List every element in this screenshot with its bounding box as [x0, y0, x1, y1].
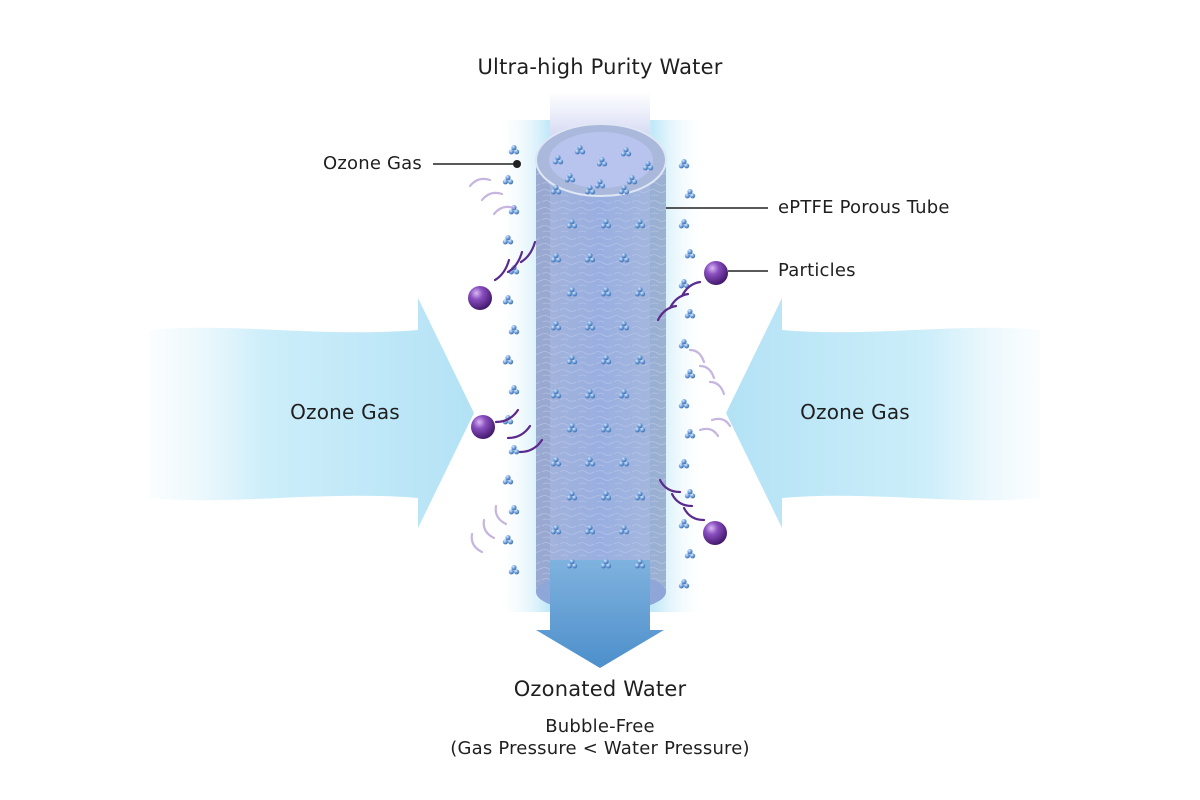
left-gas-flow-arrow	[150, 298, 474, 528]
eptfe-porous-tube	[535, 123, 667, 612]
particle	[703, 521, 727, 545]
right-arrow-label: Ozone Gas	[800, 400, 910, 424]
outlet-arrow	[536, 560, 664, 668]
ozone-gas-callout-dot	[513, 160, 521, 168]
left-arrow-label: Ozone Gas	[290, 400, 400, 424]
particles-callout-label: Particles	[778, 260, 856, 281]
ozone-gas-callout-label: Ozone Gas	[323, 153, 422, 174]
particle	[468, 286, 492, 310]
outlet-label: Ozonated Water	[513, 677, 687, 701]
right-gas-flow-arrow	[726, 298, 1040, 528]
note-line-2: (Gas Pressure < Water Pressure)	[450, 738, 750, 759]
note-line-1: Bubble-Free	[545, 716, 655, 737]
tube-callout-label: ePTFE Porous Tube	[778, 197, 950, 218]
particles	[468, 261, 728, 545]
particle-trails	[468, 177, 732, 554]
top-inlet-label: Ultra-high Purity Water	[477, 55, 723, 79]
particle	[704, 261, 728, 285]
callout-lines	[433, 160, 768, 272]
particle	[471, 415, 495, 439]
